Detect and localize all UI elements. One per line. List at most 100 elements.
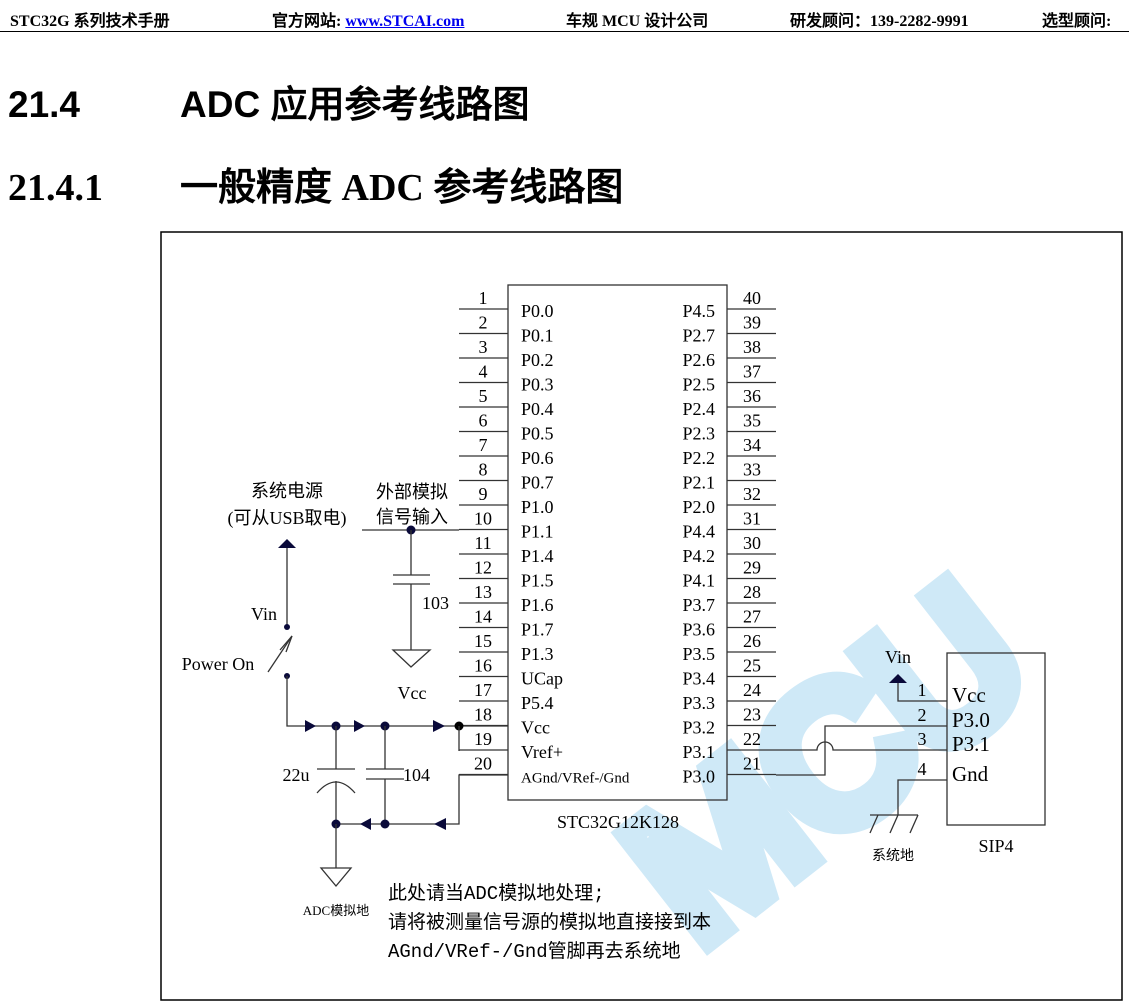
- pin-number: 11: [474, 533, 491, 553]
- pin-label: P2.7: [682, 326, 715, 346]
- note-line-3: AGnd/VRef-/Gnd管脚再去系统地: [388, 940, 681, 963]
- pin-number: 7: [479, 435, 488, 455]
- pin-number: 21: [743, 754, 761, 774]
- pin-label: P2.2: [682, 448, 715, 468]
- pin-label: P2.4: [682, 399, 715, 419]
- website: 官方网站: www.STCAI.com: [272, 7, 464, 31]
- power-switch-icon: [267, 635, 293, 673]
- adc-ground-label: ADC模拟地: [303, 903, 369, 918]
- pin-label: P2.5: [682, 375, 715, 395]
- sip-pin-number: 1: [918, 680, 927, 700]
- pin-number: 23: [743, 705, 761, 725]
- rd-consultant: 研发顾问：139-2282-9991: [790, 13, 969, 30]
- pin-label: P2.3: [682, 424, 715, 444]
- pin-number: 19: [474, 729, 492, 749]
- pin-number: 34: [743, 435, 761, 455]
- subsection-number: 21.4.1: [8, 167, 103, 209]
- section-number: 21.4: [8, 84, 81, 125]
- pin-number: 13: [474, 582, 492, 602]
- pin-number: 32: [743, 484, 761, 504]
- pin-label: P0.7: [521, 473, 554, 493]
- note-line-2: 请将被测量信号源的模拟地直接接到本: [388, 911, 711, 934]
- ground-icon: [319, 867, 353, 888]
- company-tagline: 车规 MCU 设计公司: [566, 13, 709, 30]
- system-ground-label: 系统地: [872, 848, 914, 864]
- pin-label: P0.1: [521, 326, 554, 346]
- pin-number: 27: [743, 607, 761, 627]
- section-title: ADC 应用参考线路图: [180, 84, 530, 125]
- website-label: 官方网站:: [272, 13, 346, 30]
- pin-number: 16: [474, 656, 492, 676]
- pin-number: 28: [743, 582, 761, 602]
- manual-title: STC32G 系列技术手册: [10, 13, 170, 30]
- sip-vin-label: Vin: [885, 647, 911, 667]
- capacitor-103-icon: [393, 530, 430, 650]
- cap-104-label: 104: [403, 765, 430, 785]
- pin-number: 14: [474, 607, 492, 627]
- pin-label: P1.5: [521, 571, 554, 591]
- note-line-1: 此处请当ADC模拟地处理;: [388, 882, 605, 905]
- pin-label: P3.7: [682, 595, 715, 615]
- pin-number: 18: [474, 705, 492, 725]
- pin-label: P4.2: [682, 546, 715, 566]
- page-header: STC32G 系列技术手册 官方网站: www.STCAI.com 车规 MCU…: [0, 5, 1129, 32]
- pin-number: 37: [743, 362, 761, 382]
- pin-number: 25: [743, 656, 761, 676]
- pin-label: P1.1: [521, 522, 554, 542]
- pin-label: P0.2: [521, 350, 554, 370]
- pin-number: 1: [479, 288, 488, 308]
- pin-label: P2.1: [682, 473, 715, 493]
- power-label-usb: (可从USB取电): [227, 508, 346, 529]
- pin-label: P2.0: [682, 497, 715, 517]
- vin-label: Vin: [251, 604, 277, 624]
- pin-label: P3.3: [682, 693, 715, 713]
- pin-label: P4.1: [682, 571, 715, 591]
- arrow-icon: [433, 720, 445, 732]
- sip-pin-number: 2: [918, 705, 927, 725]
- pin-label: P0.6: [521, 448, 554, 468]
- pin-number: 40: [743, 288, 761, 308]
- pin-number: 29: [743, 558, 761, 578]
- pin-label: Vcc: [521, 718, 550, 738]
- subsection-title: 一般精度 ADC 参考线路图: [180, 167, 624, 209]
- pin-number: 20: [474, 754, 492, 774]
- sip-pin-number: 4: [918, 759, 927, 779]
- website-link[interactable]: www.STCAI.com: [345, 13, 465, 30]
- cap-103-label: 103: [422, 593, 449, 613]
- pin-label: P3.1: [682, 742, 715, 762]
- pin-number: 35: [743, 411, 761, 431]
- analog-input-label: 外部模拟: [376, 482, 448, 502]
- sip-pin-label: Vcc: [952, 683, 986, 707]
- chip-pins: 1P0.040P4.52P0.139P2.73P0.238P2.64P0.337…: [459, 288, 776, 787]
- pin-number: 10: [474, 509, 492, 529]
- pin-number: 38: [743, 337, 761, 357]
- pin-label: P3.6: [682, 620, 715, 640]
- sip-pin-number: 3: [918, 729, 927, 749]
- pin-label: P3.2: [682, 718, 715, 738]
- arrow-icon: [305, 720, 316, 732]
- power-on-label: Power On: [182, 654, 255, 674]
- pin-label: P0.4: [521, 399, 554, 419]
- pin-number: 4: [479, 362, 488, 382]
- sip4-connector: [946, 652, 1046, 826]
- pin-number: 39: [743, 313, 761, 333]
- pin-number: 15: [474, 631, 492, 651]
- pin-number: 12: [474, 558, 492, 578]
- pin-label: AGnd/VRef-/Gnd: [521, 771, 630, 787]
- vcc-label: Vcc: [398, 683, 427, 703]
- arrow-icon: [360, 818, 371, 830]
- pin-label: UCap: [521, 669, 563, 689]
- pin-number: 24: [743, 680, 761, 700]
- selection-consultant: 选型顾问:: [1042, 13, 1112, 30]
- pin-number: 5: [479, 386, 488, 406]
- pin-number: 30: [743, 533, 761, 553]
- pin-number: 3: [479, 337, 488, 357]
- pin-number: 33: [743, 460, 761, 480]
- sip4-name: SIP4: [978, 836, 1013, 856]
- pin-label: P1.7: [521, 620, 554, 640]
- pin-label: P0.0: [521, 301, 554, 321]
- pin-number: 26: [743, 631, 761, 651]
- pin-number: 17: [474, 680, 492, 700]
- pin-label: P1.3: [521, 644, 554, 664]
